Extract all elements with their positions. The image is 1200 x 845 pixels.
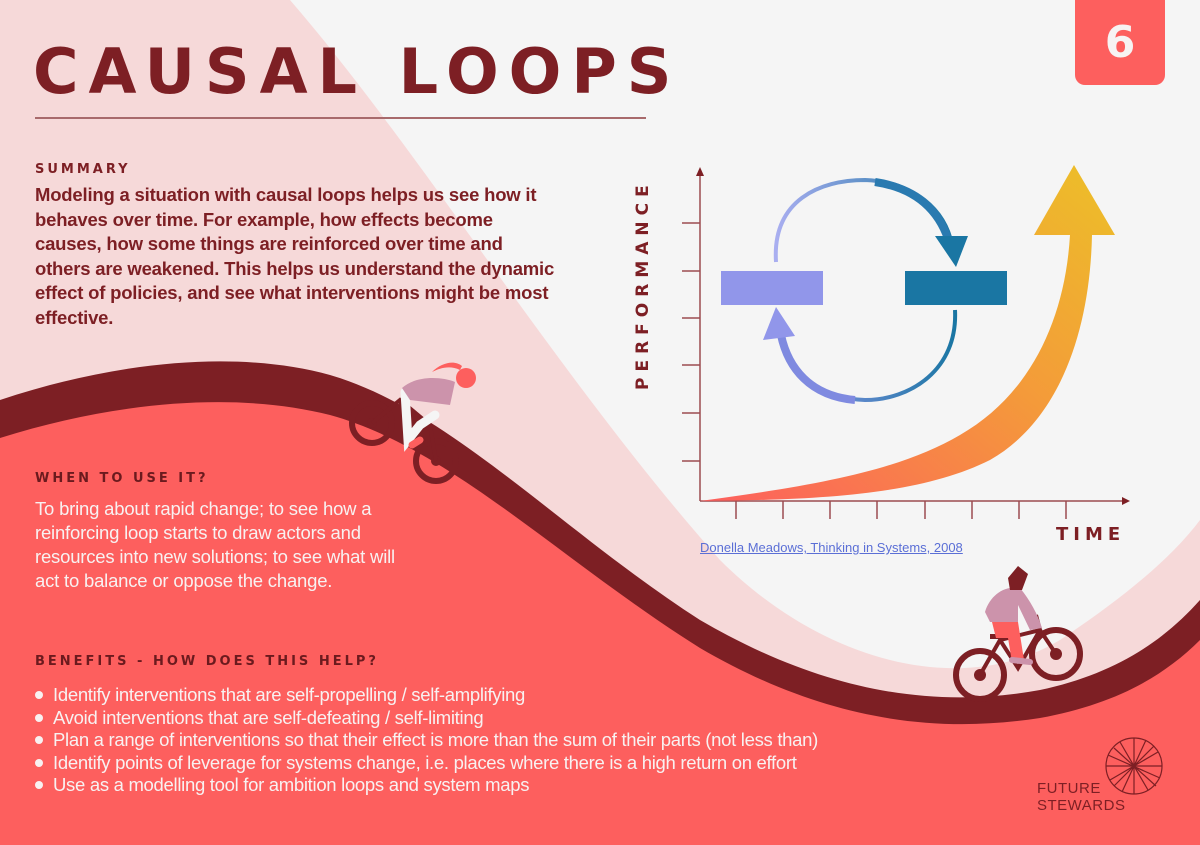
- brand-logo-text: FUTURE STEWARDS: [1037, 780, 1125, 814]
- when-to-use-heading: WHEN TO USE IT?: [35, 471, 209, 486]
- x-axis-label: TIME: [1056, 524, 1126, 545]
- benefit-text: Identify interventions that are self-pro…: [53, 684, 526, 705]
- title-divider: [35, 117, 646, 119]
- y-axis-label: PERFORMANCE: [633, 179, 653, 390]
- loop-arrow-bottom: [778, 309, 958, 403]
- when-to-use-text: To bring about rapid change; to see how …: [35, 498, 395, 591]
- loop-node-left: [721, 271, 823, 305]
- brand-line-1: FUTURE: [1037, 780, 1101, 797]
- card-number-badge: 6: [1075, 0, 1165, 85]
- brand-line-2: STEWARDS: [1037, 797, 1126, 814]
- bullet-icon: [35, 758, 43, 767]
- chart-axes: [699, 172, 1124, 502]
- coral-ground-shape: [0, 402, 1200, 845]
- benefit-item: Avoid interventions that are self-defeat…: [35, 707, 935, 730]
- future-stewards-logo-icon: [1105, 737, 1163, 795]
- loop-arrow-top-thick: [874, 178, 954, 247]
- loop-arrow-top: [773, 177, 954, 263]
- benefit-text: Use as a modelling tool for ambition loo…: [53, 774, 530, 795]
- benefit-text: Avoid interventions that are self-defeat…: [53, 706, 484, 728]
- x-axis-arrow-icon: [1122, 497, 1130, 505]
- benefits-heading: BENEFITS - HOW DOES THIS HELP?: [35, 654, 379, 669]
- loop-arrowhead-down-icon: [935, 236, 968, 267]
- summary-text: Modeling a situation with causal loops h…: [35, 184, 555, 328]
- y-axis-arrow-icon: [696, 167, 704, 176]
- page-title: CAUSAL LOOPS: [33, 35, 682, 108]
- bullet-icon: [35, 691, 43, 700]
- benefit-item: Identify points of leverage for systems …: [35, 752, 935, 775]
- benefit-item: Identify interventions that are self-pro…: [35, 684, 935, 707]
- citation-link[interactable]: Donella Meadows, Thinking in Systems, 20…: [700, 540, 963, 555]
- bullet-icon: [35, 736, 43, 745]
- bullet-icon: [35, 781, 43, 790]
- loop-arrowhead-up-icon: [763, 307, 795, 340]
- exponential-growth-arrow: [700, 165, 1115, 501]
- y-axis-ticks: [682, 222, 700, 462]
- loop-arrow-bottom-thick: [777, 334, 856, 404]
- downhill-cyclist-illustration: [349, 362, 476, 484]
- loop-node-right: [905, 271, 1007, 305]
- benefit-text: Plan a range of interventions so that th…: [53, 729, 818, 750]
- summary-heading: SUMMARY: [35, 162, 131, 177]
- benefit-item: Use as a modelling tool for ambition loo…: [35, 774, 935, 797]
- benefit-text: Identify points of leverage for systems …: [53, 751, 797, 773]
- benefits-list: Identify interventions that are self-pro…: [35, 684, 935, 797]
- bullet-icon: [35, 713, 43, 722]
- x-axis-ticks: [735, 501, 1067, 519]
- uphill-cyclist-illustration: [953, 566, 1083, 702]
- benefit-item: Plan a range of interventions so that th…: [35, 729, 935, 752]
